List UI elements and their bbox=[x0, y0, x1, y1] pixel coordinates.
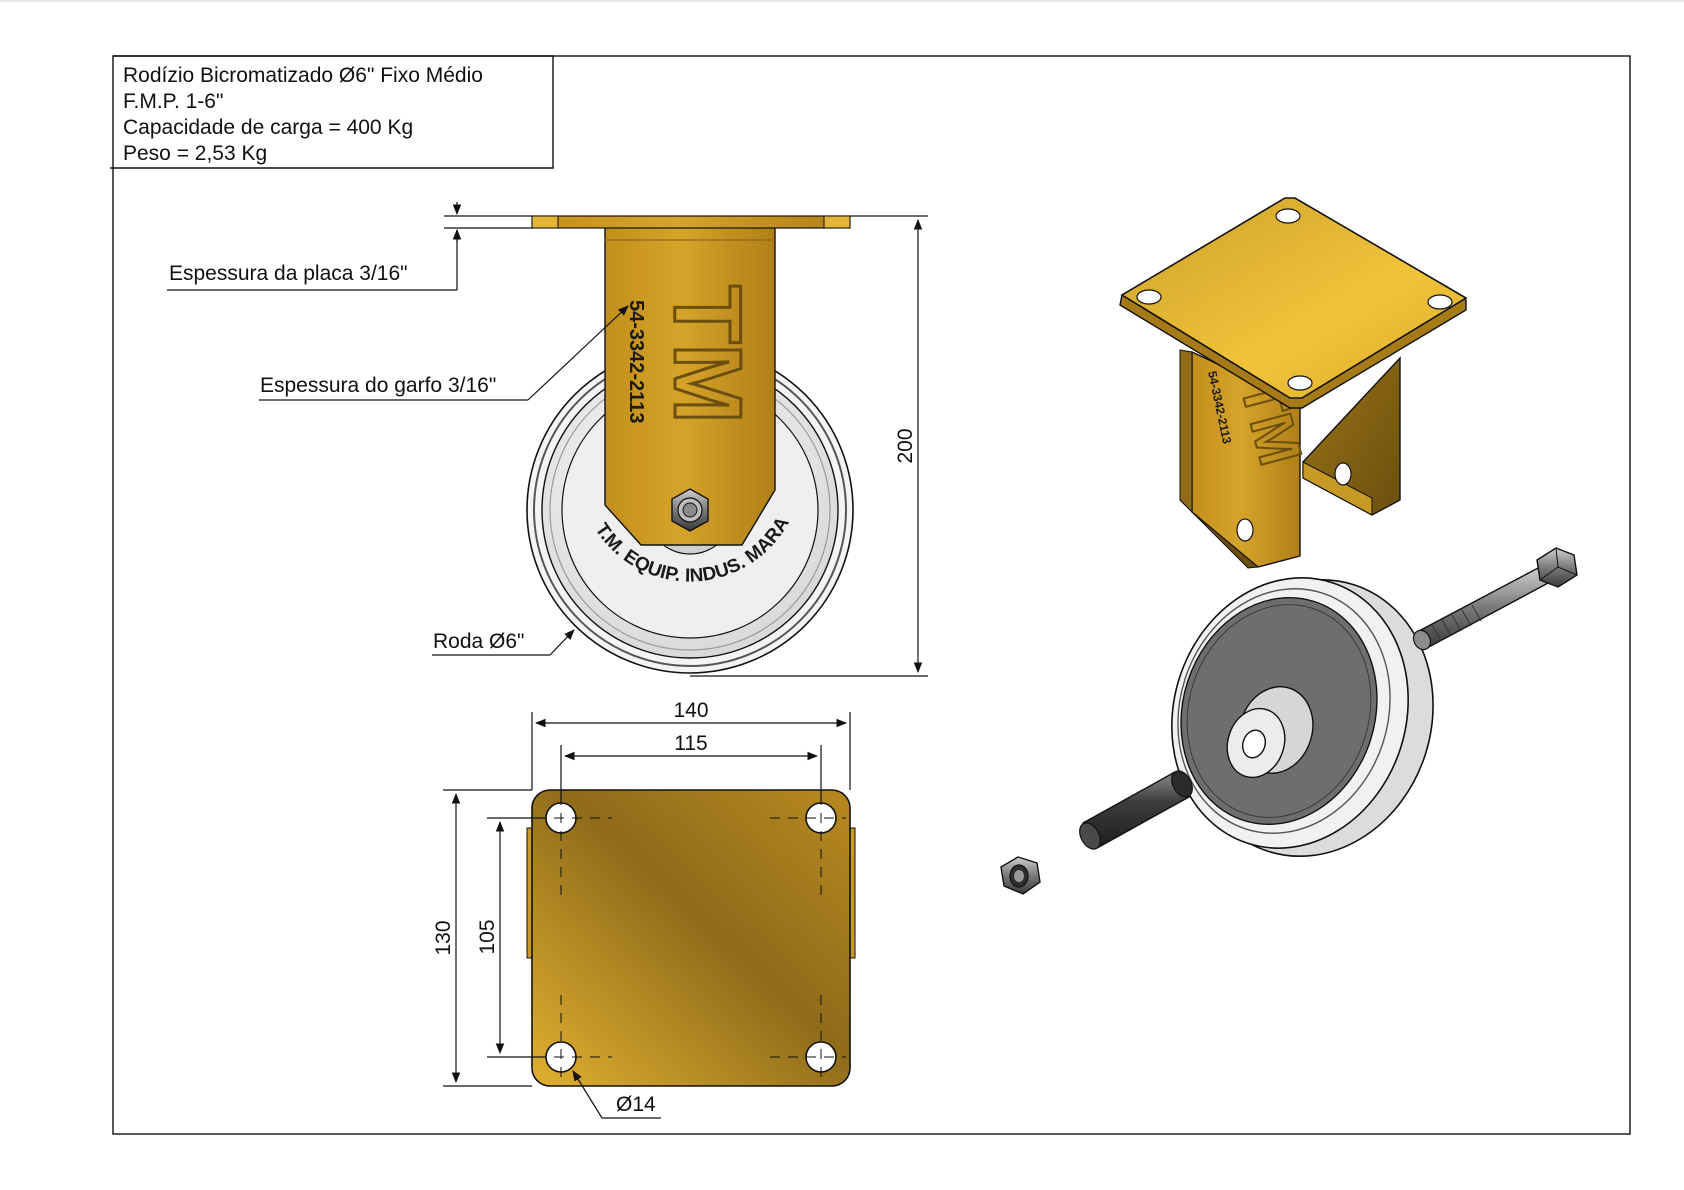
top-plate bbox=[531, 789, 851, 1087]
iso-nut bbox=[1000, 856, 1041, 895]
callout-hole: Ø14 bbox=[572, 1070, 661, 1119]
title-line-4: Peso = 2,53 Kg bbox=[123, 142, 267, 165]
callout-plate-thickness: Espessura da placa 3/16" bbox=[167, 202, 532, 291]
dim-plate-width: 140 bbox=[531, 699, 851, 790]
dim-height-label: 200 bbox=[894, 428, 917, 463]
iso-wheel bbox=[1171, 577, 1434, 858]
title-line-3: Capacidade de carga = 400 Kg bbox=[123, 116, 413, 139]
dim-hole-spacing-x: 115 bbox=[560, 732, 822, 803]
iso-bolt bbox=[1412, 547, 1578, 651]
hole-label: Ø14 bbox=[616, 1093, 656, 1116]
dim-hole-spacing-y-label: 105 bbox=[476, 919, 499, 954]
front-plate bbox=[531, 215, 851, 229]
fork-phone: 54-3342-2113 bbox=[625, 300, 647, 423]
iso-fork: 54-3342-2113 TM bbox=[1119, 197, 1468, 569]
dim-plate-depth: 130 bbox=[432, 789, 532, 1087]
title-line-2: F.M.P. 1-6" bbox=[123, 90, 223, 113]
dim-plate-depth-label: 130 bbox=[432, 920, 455, 955]
callout-wheel: Roda Ø6" bbox=[432, 629, 575, 656]
phone-text: 54-3342-2113 bbox=[625, 300, 647, 423]
front-axle-nut bbox=[671, 488, 709, 532]
iso-plate bbox=[1120, 197, 1468, 399]
dim-plate-width-label: 140 bbox=[673, 699, 708, 722]
drawing-frame bbox=[112, 55, 1631, 1135]
iso-bushing bbox=[1079, 770, 1193, 850]
plate-thickness-label: Espessura da placa 3/16" bbox=[169, 262, 408, 285]
logo-tm-text: TM bbox=[654, 285, 761, 424]
dim-hole-spacing-x-label: 115 bbox=[674, 732, 707, 755]
title-line-1: Rodízio Bicromatizado Ø6" Fixo Médio bbox=[123, 64, 483, 87]
callout-fork-thickness: Espessura do garfo 3/16" bbox=[259, 305, 629, 401]
top-view: 140 115 130 105 Ø14 bbox=[432, 699, 856, 1119]
title-block: Rodízio Bicromatizado Ø6" Fixo Médio F.M… bbox=[110, 55, 554, 169]
fork-logo: TM bbox=[653, 284, 763, 426]
dim-hole-spacing-y: 105 bbox=[476, 817, 546, 1058]
wheel-label: Roda Ø6" bbox=[433, 630, 525, 653]
dim-height: 200 bbox=[690, 215, 928, 677]
fork-thickness-label: Espessura do garfo 3/16" bbox=[260, 374, 496, 397]
